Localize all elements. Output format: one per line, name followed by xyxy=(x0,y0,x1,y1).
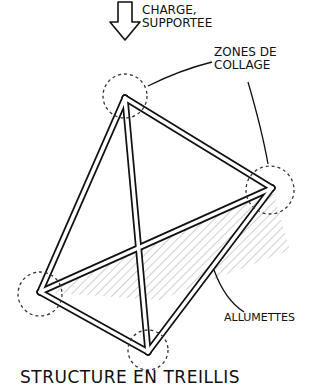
glue-zone-label: ZONES DE COLLAGE xyxy=(214,46,314,72)
load-label: CHARGE, SUPPORTEE xyxy=(142,4,252,30)
leader-lines xyxy=(148,62,268,312)
glue-zones xyxy=(18,74,294,370)
matchstick-label: ALLUMETTES xyxy=(224,312,320,324)
figure-caption: STRUCTURE EN TREILLIS xyxy=(20,368,240,387)
load-arrow xyxy=(110,2,140,40)
